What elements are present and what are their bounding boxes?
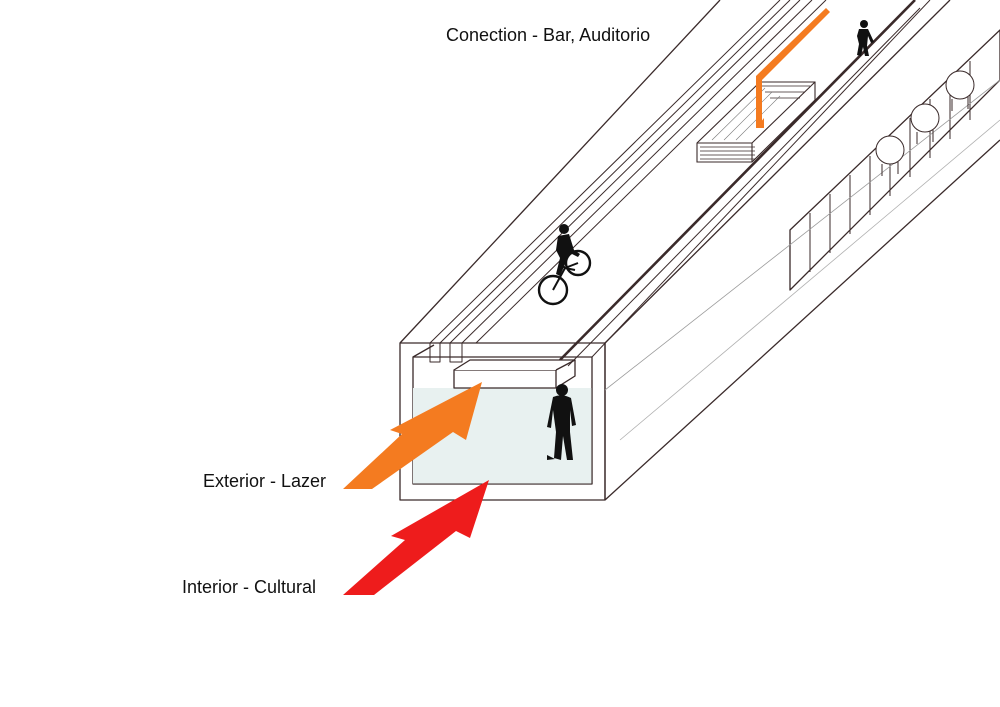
central-path-edge [559, 0, 916, 361]
roof-left-edge [399, 0, 721, 344]
person-walking-icon [547, 384, 576, 460]
person-cycling-icon [537, 224, 592, 306]
interior-arrow [343, 480, 489, 595]
connection-label: Conection - Bar, Auditorio [446, 25, 651, 45]
person-walking-small-icon [857, 20, 874, 56]
seating-pods [875, 70, 975, 176]
interior-label: Interior - Cultural [182, 577, 317, 597]
overhead-slab [453, 369, 557, 389]
left-rail-lines [429, 0, 827, 344]
exterior-label: Exterior - Lazer [203, 471, 327, 491]
tunnel-structure [399, 0, 1000, 501]
connection-arrow [756, 8, 830, 128]
exterior-arrow [343, 382, 482, 489]
wall-right-bottom-edge [604, 139, 1000, 501]
roof-right-edge [604, 0, 951, 344]
